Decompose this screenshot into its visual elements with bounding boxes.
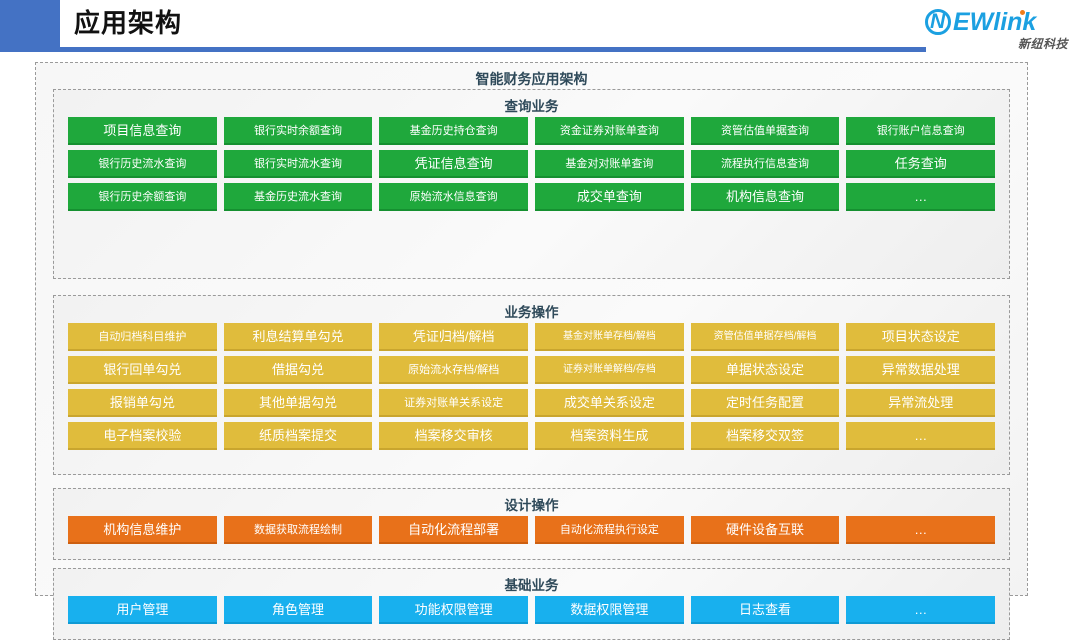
tile-ops-2-0[interactable]: 报销单勾兑 <box>68 389 217 417</box>
tile-basic-0-2[interactable]: 功能权限管理 <box>379 596 529 624</box>
group-design-title: 设计操作 <box>504 498 559 513</box>
tile-query-2-3[interactable]: 成交单查询 <box>535 183 684 211</box>
tile-row: 机构信息维护数据获取流程绘制自动化流程部署自动化流程执行设定硬件设备互联… <box>68 516 996 544</box>
tile-query-0-4[interactable]: 资管估值单据查询 <box>690 117 840 145</box>
tile-row: 项目信息查询银行实时余额查询基金历史持仓查询资金证券对账单查询资管估值单据查询银… <box>68 117 996 145</box>
tile-ops-0-2[interactable]: 凭证归档/解档 <box>379 323 529 351</box>
tile-query-1-3[interactable]: 基金对对账单查询 <box>535 150 684 178</box>
page-header: 应用架构 N EWlink 新纽科技 <box>0 0 1080 53</box>
tile-ops-3-4[interactable]: 档案移交双签 <box>690 422 840 450</box>
tile-ops-2-1[interactable]: 其他单据勾兑 <box>223 389 373 417</box>
group-basic-rows: 用户管理角色管理功能权限管理数据权限管理日志查看… <box>68 596 996 624</box>
tile-ops-0-4[interactable]: 资管估值单据存档/解档 <box>690 323 840 351</box>
tile-ops-0-1[interactable]: 利息结算单勾兑 <box>223 323 373 351</box>
tile-basic-0-5[interactable]: … <box>846 596 996 624</box>
tile-query-1-0[interactable]: 银行历史流水查询 <box>68 150 217 178</box>
tile-ops-1-1[interactable]: 借据勾兑 <box>223 356 373 384</box>
tile-row: 电子档案校验纸质档案提交档案移交审核档案资料生成档案移交双签… <box>68 422 996 450</box>
logo-mark-letter: N <box>930 10 946 33</box>
tile-query-2-1[interactable]: 基金历史流水查询 <box>223 183 373 211</box>
architecture-diagram: 智能财务应用架构 查询业务 项目信息查询银行实时余额查询基金历史持仓查询资金证券… <box>35 62 1028 640</box>
tile-basic-0-0[interactable]: 用户管理 <box>68 596 217 624</box>
group-design-rows: 机构信息维护数据获取流程绘制自动化流程部署自动化流程执行设定硬件设备互联… <box>68 516 996 544</box>
group-query-title: 查询业务 <box>504 99 559 114</box>
tile-row: 银行回单勾兑借据勾兑原始流水存档/解档证券对账单解档/存档单据状态设定异常数据处… <box>68 356 996 384</box>
tile-ops-2-3[interactable]: 成交单关系设定 <box>535 389 684 417</box>
header-accent-block <box>0 0 60 47</box>
tile-query-0-0[interactable]: 项目信息查询 <box>68 117 217 145</box>
tile-query-2-4[interactable]: 机构信息查询 <box>690 183 840 211</box>
tile-design-0-3[interactable]: 自动化流程执行设定 <box>535 516 684 544</box>
group-ops: 业务操作 自动归档科目维护利息结算单勾兑凭证归档/解档基金对账单存档/解档资管估… <box>53 295 1010 475</box>
tile-query-2-0[interactable]: 银行历史余额查询 <box>68 183 217 211</box>
tile-row: 银行历史余额查询基金历史流水查询原始流水信息查询成交单查询机构信息查询… <box>68 183 996 211</box>
tile-ops-0-5[interactable]: 项目状态设定 <box>846 323 996 351</box>
group-design: 设计操作 机构信息维护数据获取流程绘制自动化流程部署自动化流程执行设定硬件设备互… <box>53 488 1010 560</box>
tile-row: 自动归档科目维护利息结算单勾兑凭证归档/解档基金对账单存档/解档资管估值单据存档… <box>68 323 996 351</box>
tile-ops-2-4[interactable]: 定时任务配置 <box>690 389 840 417</box>
page-title: 应用架构 <box>74 8 183 38</box>
tile-ops-0-0[interactable]: 自动归档科目维护 <box>68 323 217 351</box>
tile-ops-3-3[interactable]: 档案资料生成 <box>535 422 684 450</box>
tile-basic-0-4[interactable]: 日志查看 <box>690 596 840 624</box>
group-basic-title: 基础业务 <box>504 578 559 593</box>
group-query-rows: 项目信息查询银行实时余额查询基金历史持仓查询资金证券对账单查询资管估值单据查询银… <box>68 117 996 211</box>
logo-circle-icon <box>925 9 951 35</box>
tile-query-0-1[interactable]: 银行实时余额查询 <box>223 117 373 145</box>
tile-design-0-5[interactable]: … <box>846 516 996 544</box>
tile-ops-1-5[interactable]: 异常数据处理 <box>846 356 996 384</box>
tile-ops-3-0[interactable]: 电子档案校验 <box>68 422 217 450</box>
tile-row: 用户管理角色管理功能权限管理数据权限管理日志查看… <box>68 596 996 624</box>
tile-query-2-2[interactable]: 原始流水信息查询 <box>379 183 529 211</box>
tile-ops-2-2[interactable]: 证券对账单关系设定 <box>379 389 529 417</box>
tile-ops-1-3[interactable]: 证券对账单解档/存档 <box>535 356 684 384</box>
tile-ops-1-4[interactable]: 单据状态设定 <box>690 356 840 384</box>
tile-design-0-0[interactable]: 机构信息维护 <box>68 516 217 544</box>
tile-ops-3-5[interactable]: … <box>846 422 996 450</box>
tile-ops-3-2[interactable]: 档案移交审核 <box>379 422 529 450</box>
tile-query-0-2[interactable]: 基金历史持仓查询 <box>379 117 529 145</box>
logo-dot-icon <box>1020 10 1025 15</box>
logo-subtitle: 新纽科技 <box>1017 37 1068 51</box>
tile-design-0-4[interactable]: 硬件设备互联 <box>690 516 840 544</box>
header-divider-rule <box>0 47 926 52</box>
tile-ops-0-3[interactable]: 基金对账单存档/解档 <box>535 323 684 351</box>
tile-row: 报销单勾兑其他单据勾兑证券对账单关系设定成交单关系设定定时任务配置异常流处理 <box>68 389 996 417</box>
tile-query-0-3[interactable]: 资金证券对账单查询 <box>535 117 684 145</box>
group-ops-title: 业务操作 <box>504 305 559 320</box>
tile-query-2-5[interactable]: … <box>846 183 996 211</box>
tile-query-1-4[interactable]: 流程执行信息查询 <box>690 150 840 178</box>
tile-ops-1-0[interactable]: 银行回单勾兑 <box>68 356 217 384</box>
group-basic: 基础业务 用户管理角色管理功能权限管理数据权限管理日志查看… <box>53 568 1010 640</box>
tile-query-1-1[interactable]: 银行实时流水查询 <box>223 150 373 178</box>
tile-basic-0-1[interactable]: 角色管理 <box>223 596 373 624</box>
tile-query-1-2[interactable]: 凭证信息查询 <box>379 150 529 178</box>
tile-row: 银行历史流水查询银行实时流水查询凭证信息查询基金对对账单查询流程执行信息查询任务… <box>68 150 996 178</box>
diagram-title: 智能财务应用架构 <box>475 71 588 87</box>
tile-ops-3-1[interactable]: 纸质档案提交 <box>223 422 373 450</box>
tile-ops-1-2[interactable]: 原始流水存档/解档 <box>379 356 529 384</box>
tile-ops-2-5[interactable]: 异常流处理 <box>846 389 996 417</box>
tile-query-0-5[interactable]: 银行账户信息查询 <box>846 117 996 145</box>
group-ops-rows: 自动归档科目维护利息结算单勾兑凭证归档/解档基金对账单存档/解档资管估值单据存档… <box>68 323 996 450</box>
tile-design-0-1[interactable]: 数据获取流程绘制 <box>223 516 373 544</box>
group-query: 查询业务 项目信息查询银行实时余额查询基金历史持仓查询资金证券对账单查询资管估值… <box>53 89 1010 279</box>
tile-query-1-5[interactable]: 任务查询 <box>846 150 996 178</box>
tile-basic-0-3[interactable]: 数据权限管理 <box>535 596 684 624</box>
tile-design-0-2[interactable]: 自动化流程部署 <box>379 516 529 544</box>
company-logo: N EWlink 新纽科技 <box>924 4 1070 51</box>
